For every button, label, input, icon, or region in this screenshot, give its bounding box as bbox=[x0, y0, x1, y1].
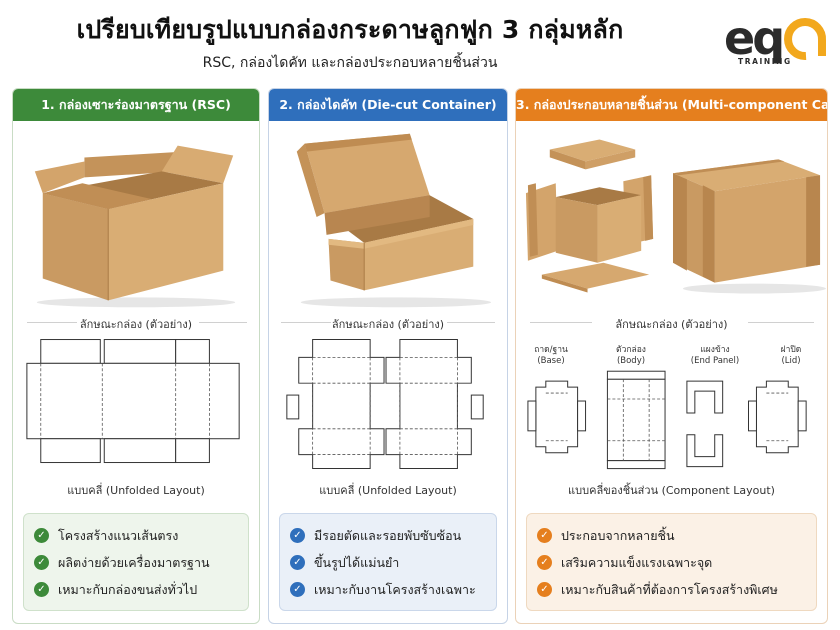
check-icon: ✓ bbox=[290, 582, 305, 597]
check-icon: ✓ bbox=[537, 582, 552, 597]
column-header: 1. กล่องเซาะร่องมาตรฐาน (RSC) bbox=[13, 89, 259, 121]
column-rsc: 1. กล่องเซาะร่องมาตรฐาน (RSC) ลักษณะกล่อ… bbox=[12, 88, 260, 624]
column-header: 3. กล่องประกอบหลายชิ้นส่วน (Multi-compon… bbox=[516, 89, 827, 121]
feature-item: ✓เสริมความแข็งแรงเฉพาะจุด bbox=[537, 549, 806, 576]
multi-component-box-illustration bbox=[525, 139, 827, 294]
check-icon: ✓ bbox=[34, 582, 49, 597]
characteristics-label: ลักษณะกล่อง (ตัวอย่าง) bbox=[615, 318, 728, 331]
layout-label: แบบคลี่ (Unfolded Layout) bbox=[67, 484, 205, 497]
feature-item: ✓เหมาะกับสินค้าที่ต้องการโครงสร้างพิเศษ bbox=[537, 576, 806, 603]
feature-item: ✓เหมาะกับกล่องขนส่งทั่วไป bbox=[34, 576, 238, 603]
eqa-logo: eq bbox=[724, 12, 827, 65]
divider bbox=[281, 322, 331, 323]
check-icon: ✓ bbox=[290, 555, 305, 570]
page-title: เปรียบเทียบรูปแบบกล่องกระดาษลูกฟูก 3 กลุ… bbox=[76, 15, 624, 44]
check-icon: ✓ bbox=[290, 528, 305, 543]
page-subtitle: RSC, กล่องไดคัท และกล่องประกอบหลายชิ้นส่… bbox=[202, 55, 498, 71]
check-icon: ✓ bbox=[537, 555, 552, 570]
divider bbox=[199, 322, 247, 323]
column-header: 2. กล่องไดคัท (Die-cut Container) bbox=[269, 89, 507, 121]
divider bbox=[27, 322, 77, 323]
check-icon: ✓ bbox=[537, 528, 552, 543]
column-multi-component: 3. กล่องประกอบหลายชิ้นส่วน (Multi-compon… bbox=[515, 88, 828, 624]
layout-label: แบบคลี่ของชิ้นส่วน (Component Layout) bbox=[568, 484, 775, 497]
column-die-cut: 2. กล่องไดคัท (Die-cut Container) ลักษณะ… bbox=[268, 88, 508, 624]
feature-item: ✓เหมาะกับงานโครงสร้างเฉพาะ bbox=[290, 576, 486, 603]
feature-item: ✓ประกอบจากหลายชิ้น bbox=[537, 522, 806, 549]
check-icon: ✓ bbox=[34, 528, 49, 543]
divider bbox=[748, 322, 814, 323]
rsc-unfolded-layout bbox=[26, 339, 240, 464]
feature-item: ✓มีรอยตัดและรอยพับซับซ้อน bbox=[290, 522, 486, 549]
characteristics-label: ลักษณะกล่อง (ตัวอย่าง) bbox=[79, 318, 193, 331]
check-icon: ✓ bbox=[34, 555, 49, 570]
divider bbox=[530, 322, 592, 323]
die-cut-unfolded-layout bbox=[286, 339, 484, 469]
logo-tagline: TRAINING bbox=[738, 57, 792, 66]
component-label-end-panel: แผงข้าง(End Panel) bbox=[690, 345, 740, 366]
feature-item: ✓ขึ้นรูปได้แม่นยำ bbox=[290, 549, 486, 576]
svg-text:eq: eq bbox=[724, 12, 782, 65]
component-label-base: ถาด/ฐาน(Base) bbox=[534, 345, 568, 366]
feature-list: ✓โครงสร้างแนวเส้นตรง ✓ผลิตง่ายด้วยเครื่อ… bbox=[23, 513, 249, 611]
characteristics-label: ลักษณะกล่อง (ตัวอย่าง) bbox=[331, 318, 445, 331]
component-label-body: ตัวกล่อง(Body) bbox=[616, 345, 646, 366]
divider bbox=[447, 322, 495, 323]
die-cut-box-illustration bbox=[296, 133, 492, 308]
feature-list: ✓ประกอบจากหลายชิ้น ✓เสริมความแข็งแรงเฉพา… bbox=[526, 513, 817, 611]
component-layout bbox=[527, 370, 807, 470]
rsc-box-illustration bbox=[34, 145, 236, 308]
layout-label: แบบคลี่ (Unfolded Layout) bbox=[319, 484, 457, 497]
component-label-lid: ฝาปิด(Lid) bbox=[780, 345, 802, 366]
feature-item: ✓โครงสร้างแนวเส้นตรง bbox=[34, 522, 238, 549]
feature-item: ✓ผลิตง่ายด้วยเครื่องมาตรฐาน bbox=[34, 549, 238, 576]
feature-list: ✓มีรอยตัดและรอยพับซับซ้อน ✓ขึ้นรูปได้แม่… bbox=[279, 513, 497, 611]
